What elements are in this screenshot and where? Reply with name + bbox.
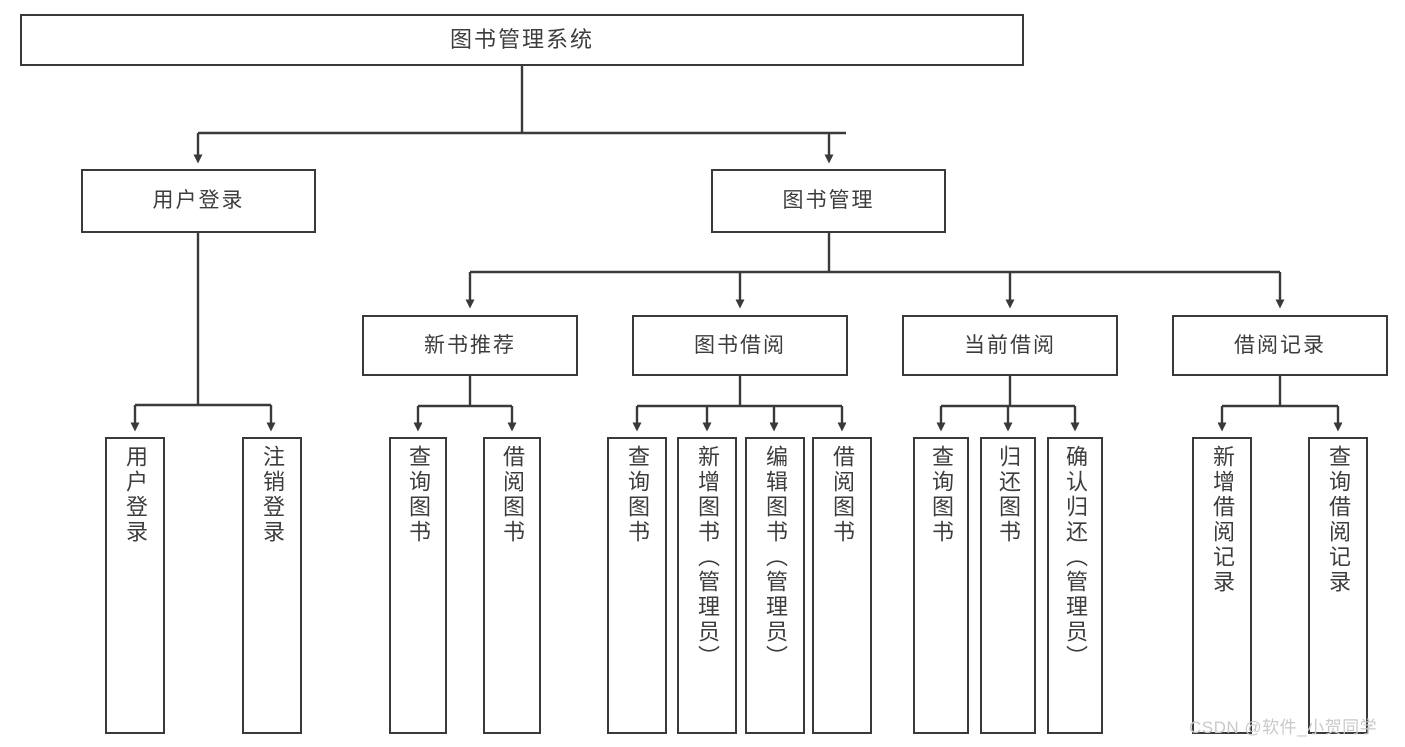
node-label: 查询图书 [928, 445, 954, 545]
node-borrowing-record[interactable]: 借阅记录 [1172, 315, 1388, 376]
node-label: 借阅记录 [1234, 333, 1326, 357]
node-label: 新书推荐 [424, 333, 516, 357]
node-root-book-management-system[interactable]: 图书管理系统 [20, 14, 1024, 66]
node-label: 查询图书 [624, 445, 650, 545]
node-label: 借阅图书 [499, 445, 525, 545]
node-label: 图书借阅 [694, 333, 786, 357]
node-label: 图书管理系统 [449, 26, 594, 52]
node-book-management[interactable]: 图书管理 [711, 169, 946, 233]
node-label: 用户登录 [152, 189, 245, 213]
node-leaf-edit-book[interactable]: 编辑图书（管理员） [745, 437, 805, 734]
node-leaf-logout[interactable]: 注销登录 [242, 437, 302, 734]
node-leaf-query-book-2[interactable]: 查询图书 [607, 437, 667, 734]
node-leaf-query-book-1[interactable]: 查询图书 [389, 437, 447, 734]
node-new-book-recommendation[interactable]: 新书推荐 [362, 315, 578, 376]
node-label: 编辑图书（管理员） [762, 445, 788, 670]
node-leaf-user-login[interactable]: 用户登录 [105, 437, 165, 734]
node-label: 归还图书 [995, 445, 1021, 545]
node-leaf-confirm-return[interactable]: 确认归还（管理员） [1047, 437, 1103, 734]
node-leaf-add-book[interactable]: 新增图书（管理员） [677, 437, 737, 734]
node-label: 新增借阅记录 [1209, 445, 1235, 595]
node-label: 注销登录 [259, 445, 285, 545]
node-label: 新增图书（管理员） [694, 445, 720, 670]
node-leaf-return-book[interactable]: 归还图书 [980, 437, 1036, 734]
node-leaf-add-borrow-record[interactable]: 新增借阅记录 [1192, 437, 1252, 734]
node-label: 图书管理 [782, 189, 875, 213]
node-label: 查询借阅记录 [1325, 445, 1351, 595]
node-leaf-query-borrow-record[interactable]: 查询借阅记录 [1308, 437, 1368, 734]
csdn-watermark: CSDN @软件_小贺同学 [1189, 718, 1378, 737]
node-label: 查询图书 [405, 445, 431, 545]
node-label: 确认归还（管理员） [1062, 445, 1088, 670]
node-leaf-borrow-book-2[interactable]: 借阅图书 [812, 437, 872, 734]
node-leaf-query-book-3[interactable]: 查询图书 [913, 437, 969, 734]
node-label: 当前借阅 [964, 333, 1056, 357]
node-label: 借阅图书 [829, 445, 855, 545]
node-book-borrowing[interactable]: 图书借阅 [632, 315, 848, 376]
node-current-borrowing[interactable]: 当前借阅 [902, 315, 1118, 376]
node-label: 用户登录 [122, 445, 148, 545]
node-leaf-borrow-book-1[interactable]: 借阅图书 [483, 437, 541, 734]
node-user-login[interactable]: 用户登录 [81, 169, 316, 233]
